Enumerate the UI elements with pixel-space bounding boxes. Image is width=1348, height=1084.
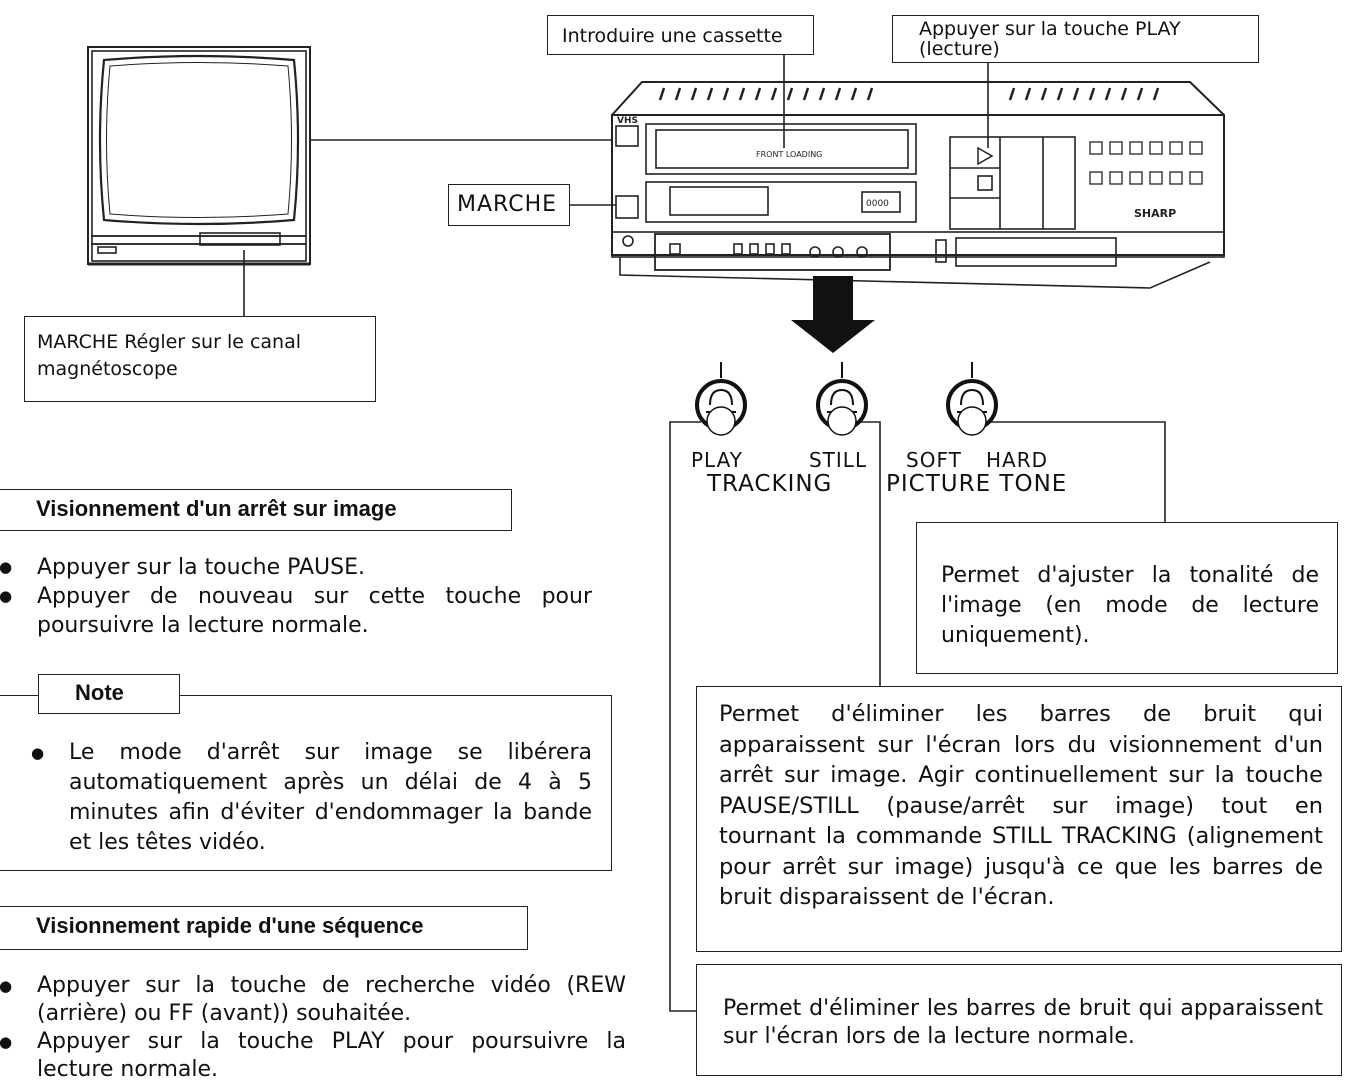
still-instructions-list: Appuyer sur la touche PAUSE. Appuyer de … (0, 553, 592, 640)
list-item: Appuyer de nouveau sur cette touche pour… (0, 582, 592, 640)
knob-label-still: STILL (809, 448, 868, 472)
play-tracking-knob-icon (695, 362, 747, 436)
still-tracking-knob-icon (816, 362, 868, 436)
knob-label-play: PLAY (691, 448, 744, 472)
search-section-title: Visionnement rapide d'une séquence (0, 906, 528, 950)
counter-display: 0000 (866, 199, 889, 209)
insert-cassette-label: Introduire une cassette (547, 15, 814, 55)
still-section-title: Visionnement d'un arrêt sur image (0, 489, 512, 531)
note-title: Note (38, 674, 180, 714)
picture-tone-callout: Permet d'ajuster la tonalité de l'image … (916, 522, 1338, 674)
list-item: Appuyer sur la touche PAUSE. (0, 553, 592, 582)
play-tracking-callout: Permet d'éliminer les barres de bruit qu… (696, 964, 1342, 1076)
marche-label: MARCHE (448, 184, 570, 226)
knob-label-hard: HARD (986, 448, 1049, 472)
sharp-logo: SHARP (1134, 207, 1176, 220)
press-play-label: Appuyer sur la touche PLAY (lecture) (892, 15, 1259, 63)
television-illustration (87, 46, 311, 266)
search-instructions-list: Appuyer sur la touche de recherche vidéo… (0, 972, 626, 1084)
list-item: Appuyer sur la touche PLAY pour poursuiv… (0, 1028, 626, 1084)
knob-label-tracking: TRACKING (707, 471, 833, 497)
front-loading-label: FRONT LOADING (756, 150, 822, 159)
vcr-illustration (611, 81, 1225, 289)
list-item: Appuyer sur la touche de recherche vidéo… (0, 972, 626, 1028)
tv-instruction-label: MARCHE Régler sur le canal magnétoscope (24, 316, 376, 402)
down-arrow-icon (791, 276, 875, 353)
picture-tone-knob-icon (946, 362, 998, 436)
note-list: Le mode d'arrêt sur image se libérera au… (31, 738, 592, 858)
knob-label-picture-tone: PICTURE TONE (886, 471, 1068, 497)
still-tracking-callout: Permet d'éliminer les barres de bruit qu… (696, 686, 1342, 952)
list-item: Le mode d'arrêt sur image se libérera au… (31, 738, 592, 858)
vhs-logo: VHS (617, 116, 638, 126)
knob-label-soft: SOFT (906, 448, 962, 472)
